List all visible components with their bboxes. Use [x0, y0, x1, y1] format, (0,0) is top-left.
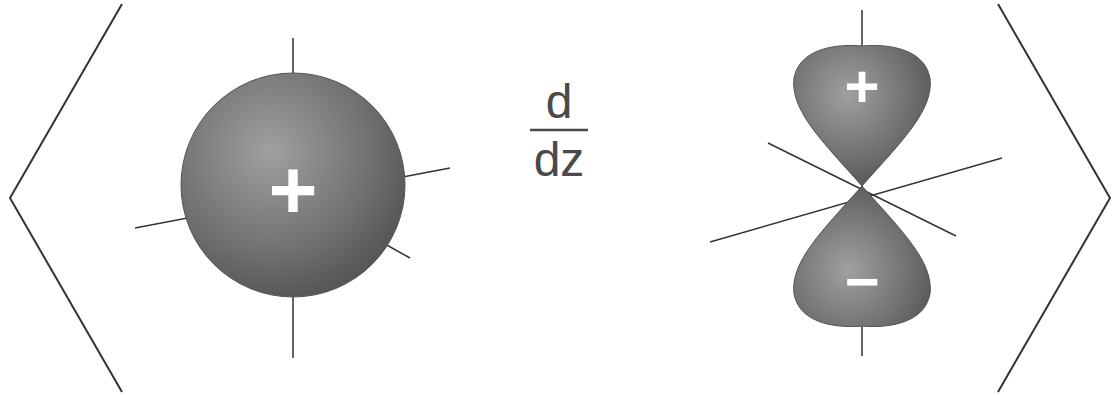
fraction-bar [530, 129, 588, 132]
ket-bracket [998, 4, 1110, 392]
bra-bracket [10, 4, 122, 392]
p-orbital-lobe: − [788, 186, 936, 332]
sign-label: − [844, 252, 879, 312]
p-orbital-lobe: + [788, 40, 936, 186]
sign-label: + [268, 148, 317, 232]
s-orbital-sphere: + [180, 72, 406, 298]
derivative-denominator: dz [534, 136, 585, 184]
sign-label: + [844, 57, 879, 117]
derivative-numerator: d [546, 78, 573, 126]
